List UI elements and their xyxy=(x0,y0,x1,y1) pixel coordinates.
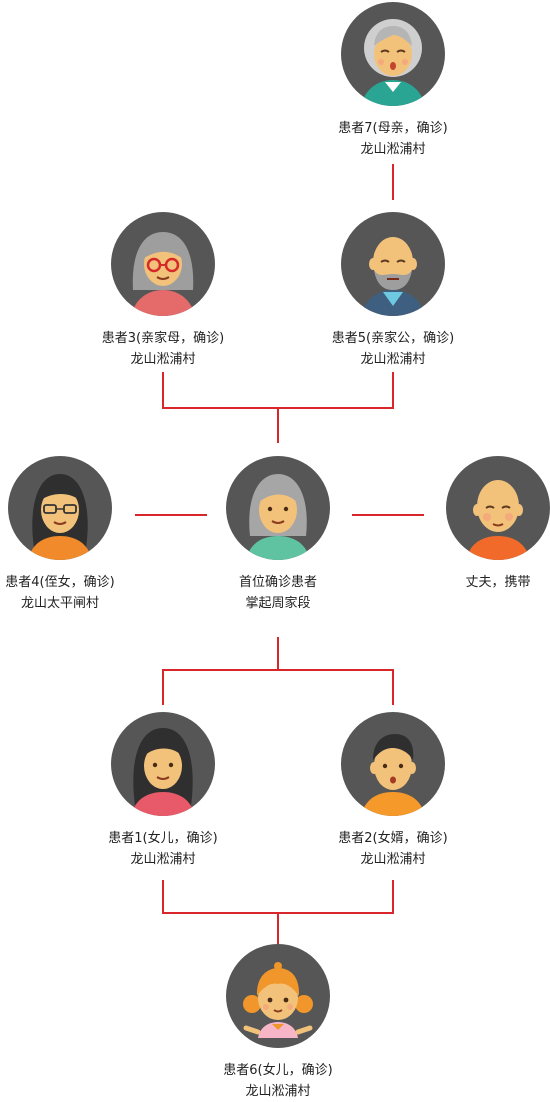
person-label: 患者3(亲家母，确诊) xyxy=(101,331,225,346)
man-avatar-icon xyxy=(341,712,445,816)
person-node-first-confirmed: 首位确诊患者 掌起周家段 xyxy=(188,456,368,614)
person-label: 患者6(女儿，确诊) xyxy=(223,1063,333,1078)
connector-first-to-children xyxy=(162,637,394,705)
person-label: 首位确诊患者 xyxy=(238,575,317,590)
person-label: 患者5(亲家公，确诊) xyxy=(331,331,455,346)
person-caption: 首位确诊患者 掌起周家段 xyxy=(188,572,368,614)
person-caption: 患者7(母亲，确诊) 龙山淞浦村 xyxy=(303,118,483,160)
connector-parents-to-first xyxy=(162,372,394,443)
person-caption: 患者6(女儿，确诊) 龙山淞浦村 xyxy=(188,1060,368,1102)
person-location: 龙山淞浦村 xyxy=(360,352,426,367)
woman-with-red-glasses-avatar-icon xyxy=(111,212,215,316)
little-girl-avatar-icon xyxy=(226,944,330,1048)
person-caption: 患者5(亲家公，确诊) 龙山淞浦村 xyxy=(303,328,483,370)
person-location: 龙山淞浦村 xyxy=(245,1084,311,1099)
connector-children-to-p6 xyxy=(162,880,394,945)
person-location: 龙山淞浦村 xyxy=(130,352,196,367)
person-location: 龙山淞浦村 xyxy=(130,852,196,867)
person-node-husband: 丈夫，携带 xyxy=(408,456,550,593)
person-location: 龙山淞浦村 xyxy=(360,852,426,867)
person-caption: 患者1(女儿，确诊) 龙山淞浦村 xyxy=(73,828,253,870)
person-node-patient-2: 患者2(女婿，确诊) 龙山淞浦村 xyxy=(303,712,483,870)
person-label: 患者7(母亲，确诊) xyxy=(338,121,448,136)
person-node-patient-6: 患者6(女儿，确诊) 龙山淞浦村 xyxy=(188,944,368,1102)
person-node-patient-3: 患者3(亲家母，确诊) 龙山淞浦村 xyxy=(73,212,253,370)
woman-with-glasses-avatar-icon xyxy=(8,456,112,560)
person-label: 患者4(侄女，确诊) xyxy=(5,575,115,590)
gray-haired-woman-avatar-icon xyxy=(226,456,330,560)
person-label: 患者2(女婿，确诊) xyxy=(338,831,448,846)
elderly-woman-avatar-icon xyxy=(341,2,445,106)
bald-man-avatar-icon xyxy=(446,456,550,560)
person-node-patient-1: 患者1(女儿，确诊) 龙山淞浦村 xyxy=(73,712,253,870)
person-location: 掌起周家段 xyxy=(245,596,311,611)
bald-bearded-man-avatar-icon xyxy=(341,212,445,316)
person-label: 患者1(女儿，确诊) xyxy=(108,831,218,846)
person-caption: 丈夫，携带 xyxy=(408,572,550,593)
person-node-patient-7: 患者7(母亲，确诊) 龙山淞浦村 xyxy=(303,2,483,160)
person-node-patient-4: 患者4(侄女，确诊) 龙山太平闸村 xyxy=(0,456,150,614)
long-hair-woman-avatar-icon xyxy=(111,712,215,816)
person-caption: 患者3(亲家母，确诊) 龙山淞浦村 xyxy=(73,328,253,370)
person-caption: 患者4(侄女，确诊) 龙山太平闸村 xyxy=(0,572,150,614)
person-caption: 患者2(女婿，确诊) 龙山淞浦村 xyxy=(303,828,483,870)
person-node-patient-5: 患者5(亲家公，确诊) 龙山淞浦村 xyxy=(303,212,483,370)
person-location: 龙山太平闸村 xyxy=(20,596,99,611)
person-label: 丈夫，携带 xyxy=(465,575,531,590)
person-location: 龙山淞浦村 xyxy=(360,142,426,157)
